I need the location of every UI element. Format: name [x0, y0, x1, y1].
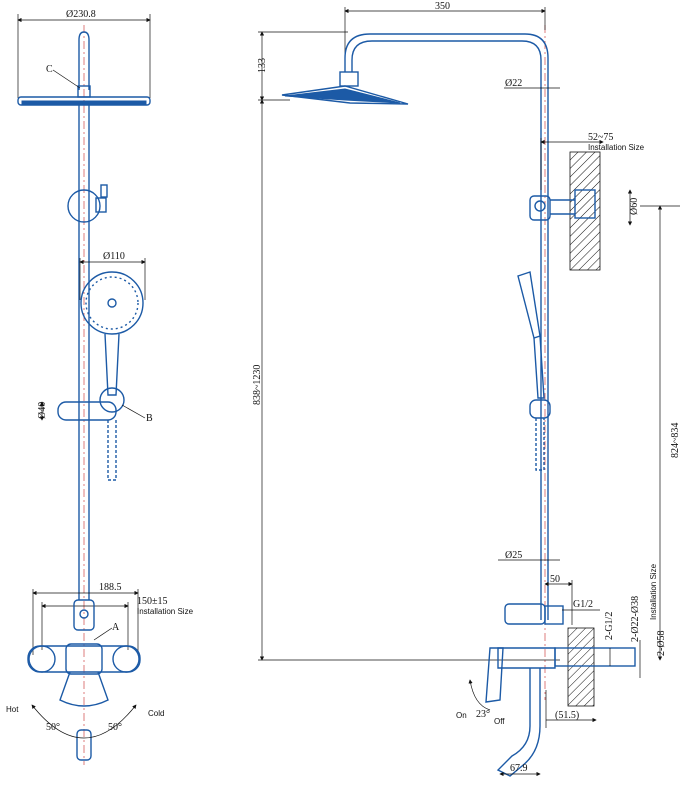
wall-section-lower — [567, 627, 595, 707]
spout-offset-label: (51.5) — [555, 710, 579, 721]
spout-length-label: 67.9 — [510, 763, 528, 774]
spout-front — [76, 729, 92, 761]
shower-arm-outer — [344, 33, 549, 620]
cold-arc — [83, 704, 137, 739]
angle-left: 50° — [46, 722, 60, 733]
wall-bracket — [67, 189, 101, 223]
side-hose — [535, 418, 545, 471]
bracket-knob — [95, 197, 107, 213]
left-handle-cap — [28, 645, 56, 673]
mixer-center — [65, 643, 103, 675]
head-swivel — [339, 71, 359, 87]
head-connector — [77, 85, 91, 98]
off-label: Off — [494, 717, 505, 726]
label-b-leader — [121, 404, 146, 419]
shower-arm-top — [78, 31, 90, 90]
side-lever — [485, 647, 504, 703]
pipe-diameter-label: Ø22 — [505, 78, 522, 89]
front-view: Ø230.8 C Ø110 Ø40 B — [6, 9, 194, 765]
angle-right: 50° — [108, 722, 122, 733]
cold-label: Cold — [148, 709, 164, 718]
hose — [107, 420, 117, 481]
wall-plate — [574, 189, 596, 219]
shower-head-nozzles — [21, 100, 147, 106]
offset-50-label: 50 — [550, 574, 560, 585]
side-shower-head — [281, 85, 409, 105]
side-hand-handle — [533, 335, 545, 399]
diverter-knob — [79, 609, 89, 619]
hand-shower-nozzles — [85, 276, 139, 330]
side-bracket-knob — [534, 200, 546, 212]
bracket-screw — [100, 184, 108, 198]
side-bracket — [529, 195, 551, 221]
hand-shower-center — [107, 298, 117, 308]
hand-shower-handle — [104, 333, 120, 396]
side-mixer — [497, 647, 556, 669]
side-view: 350 133 Ø22 838~1230 52~75 Installation … — [252, 1, 681, 777]
width-188-label: 188.5 — [99, 582, 122, 593]
thread-g-label: G1/2 — [573, 599, 593, 610]
overall-height-label: 838~1230 — [252, 365, 263, 405]
on-off-arc — [468, 679, 491, 711]
wall-range-label: 52~75 — [588, 132, 613, 143]
head-drop-label: 133 — [257, 58, 268, 73]
hand-shower-face — [80, 271, 144, 335]
mount-height-label: 824~834 — [670, 423, 681, 458]
side-hand-shower — [517, 271, 541, 339]
hot-arc — [31, 704, 85, 739]
inlet-pipe — [554, 647, 636, 667]
installation-size-wall: Installation Size — [588, 143, 645, 152]
installation-size-inlet: Installation Size — [649, 563, 658, 620]
lower-pipe-label: Ø25 — [505, 550, 522, 561]
on-label: On — [456, 711, 467, 720]
diverter — [73, 599, 95, 631]
hot-label: Hot — [6, 705, 19, 714]
label-a: A — [112, 622, 120, 633]
inlet-diameters-label: 2-Ø22-Ø38 — [630, 596, 641, 642]
arm-length-label: 350 — [435, 1, 450, 12]
installation-size-front: Installation Size — [137, 607, 194, 616]
mixer-lever — [59, 671, 109, 707]
thread-2g-label: 2-G1/2 — [604, 612, 615, 640]
wall-diameter-label: Ø60 — [629, 198, 640, 215]
side-head-fill — [284, 88, 401, 104]
inlet-58-label: 2-Ø58 — [656, 630, 667, 656]
head-diameter-label: Ø230.8 — [66, 9, 96, 20]
slide-holder — [99, 387, 125, 413]
lever-angle-label: 23° — [476, 709, 490, 720]
label-c: C — [46, 64, 53, 75]
side-diverter — [504, 603, 546, 625]
hand-diameter-label: Ø110 — [103, 251, 125, 262]
centers-label: 150±15 — [137, 596, 168, 607]
right-handle-cap — [112, 645, 140, 673]
bracket-diameter-label: Ø40 — [37, 402, 48, 419]
shower-arm-inner — [351, 40, 542, 620]
label-b: B — [146, 413, 153, 424]
side-slide-bracket — [529, 399, 551, 419]
label-a-leader — [93, 627, 113, 641]
mixer-body — [27, 645, 141, 673]
label-c-leader — [52, 69, 81, 89]
side-diverter-body — [544, 605, 564, 625]
